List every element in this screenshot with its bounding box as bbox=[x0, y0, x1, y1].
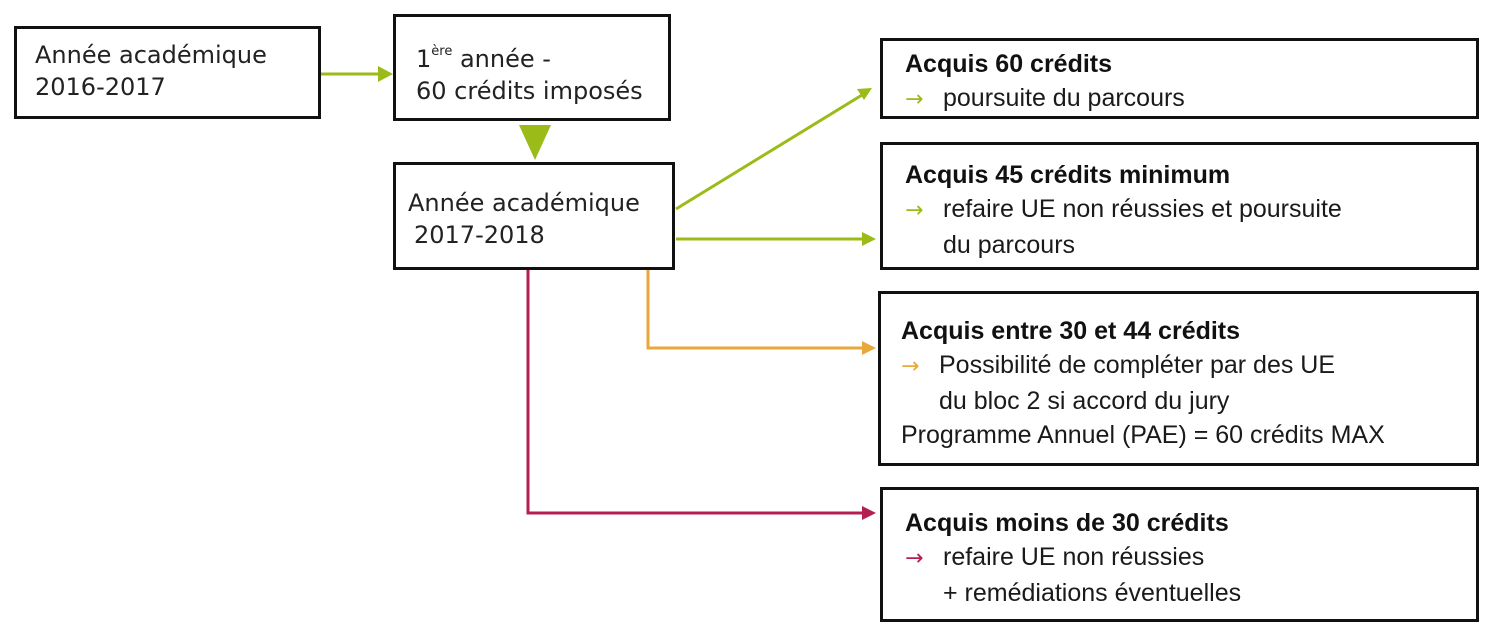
connector-to-outcome-3 bbox=[646, 270, 864, 350]
arrow-right-icon: → bbox=[901, 354, 920, 379]
start-year-range: 2016-2017 bbox=[35, 73, 166, 101]
start-year-label: Année académique bbox=[35, 41, 267, 69]
first-year-box: 1ère année - 60 crédits imposés bbox=[393, 14, 671, 121]
outcome-text: du bloc 2 si accord du jury bbox=[939, 387, 1230, 415]
outcome-box-45-credits: Acquis 45 crédits minimum → refaire UE no… bbox=[880, 142, 1479, 270]
arrow-right-icon: → bbox=[905, 546, 924, 571]
connector-to-outcome-4 bbox=[526, 270, 864, 515]
connector-to-outcome-1 bbox=[675, 93, 863, 211]
outcome-line: du parcours bbox=[905, 228, 1476, 262]
outcome-line: → Possibilité de compléter par des UE bbox=[901, 348, 1476, 384]
second-year-range: 2017-2018 bbox=[414, 221, 545, 249]
arrowhead-to-outcome-1 bbox=[857, 88, 872, 100]
arrow-right-icon: → bbox=[905, 87, 924, 112]
outcome-box-under-30-credits: Acquis moins de 30 crédits → refaire UE n… bbox=[880, 487, 1479, 622]
outcome-box-30-44-credits: Acquis entre 30 et 44 crédits → Possibili… bbox=[878, 291, 1479, 466]
outcome-footer: Programme Annuel (PAE) = 60 crédits MAX bbox=[901, 421, 1385, 449]
arrow-right-icon: → bbox=[905, 198, 924, 223]
first-year-title-rest: année - bbox=[452, 45, 551, 73]
arrowhead-to-outcome-3 bbox=[862, 341, 876, 355]
outcome-line: → refaire UE non réussies et poursuite bbox=[905, 192, 1476, 228]
outcome-line: du bloc 2 si accord du jury bbox=[901, 384, 1476, 418]
outcome-text: poursuite du parcours bbox=[943, 84, 1185, 112]
first-year-credits: 60 crédits imposés bbox=[416, 77, 643, 105]
outcome-text: + remédiations éventuelles bbox=[943, 579, 1242, 607]
arrow-first-to-second-year bbox=[519, 125, 551, 160]
outcome-text: Possibilité de compléter par des UE bbox=[939, 351, 1336, 379]
first-year-ordinal-suffix: ère bbox=[431, 44, 453, 59]
outcome-title: Acquis moins de 30 crédits bbox=[905, 509, 1229, 537]
outcome-text: du parcours bbox=[943, 231, 1076, 259]
outcome-box-60-credits: Acquis 60 crédits → poursuite du parcours bbox=[880, 38, 1479, 119]
outcome-text: refaire UE non réussies et poursuite bbox=[943, 195, 1342, 223]
outcome-title: Acquis entre 30 et 44 crédits bbox=[901, 317, 1241, 345]
start-year-box: Année académique 2016-2017 bbox=[14, 26, 321, 119]
outcome-title: Acquis 60 crédits bbox=[905, 50, 1113, 78]
outcome-line: → poursuite du parcours bbox=[905, 81, 1476, 117]
second-year-box: Année académique 2017-2018 bbox=[393, 162, 675, 270]
outcome-title: Acquis 45 crédits minimum bbox=[905, 161, 1231, 189]
second-year-label: Année académique bbox=[408, 189, 640, 217]
arrowhead-start-to-first-year bbox=[378, 66, 393, 82]
outcome-text: refaire UE non réussies bbox=[943, 543, 1205, 571]
first-year-title: 1ère année - bbox=[416, 43, 668, 75]
arrowhead-to-outcome-4 bbox=[862, 506, 876, 520]
first-year-ordinal: 1 bbox=[416, 45, 432, 73]
arrowhead-to-outcome-2 bbox=[862, 232, 876, 246]
outcome-line: + remédiations éventuelles bbox=[905, 576, 1476, 610]
outcome-line: → refaire UE non réussies bbox=[905, 540, 1476, 576]
